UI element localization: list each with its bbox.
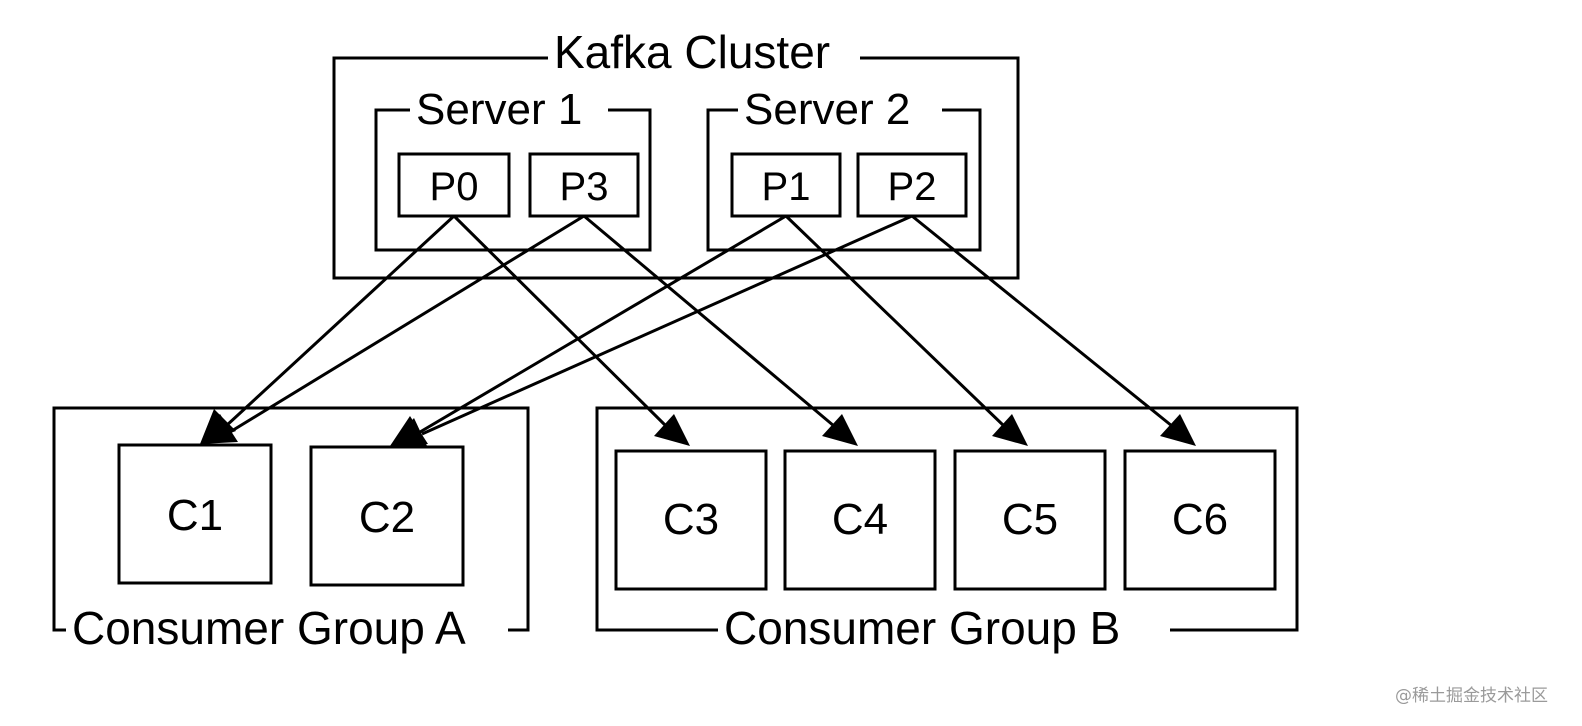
consumer-group-b-label: Consumer Group B (724, 602, 1120, 654)
partition-p0: P0 (397, 152, 511, 218)
kafka-cluster-label-bg (548, 30, 860, 80)
partition-p3: P3 (528, 152, 640, 218)
consumer-c3-box (614, 449, 768, 591)
watermark: @稀土掘金技术社区 (1395, 686, 1548, 706)
server-2: Server 2 P1 P2 (706, 85, 982, 252)
consumer-c2-label: C2 (359, 493, 415, 542)
consumer-c5-box (953, 449, 1107, 591)
consumer-c6-label: C6 (1172, 495, 1228, 544)
consumer-c6: C6 (1123, 449, 1277, 591)
partition-p2: P2 (856, 152, 968, 218)
kafka-cluster-label: Kafka Cluster (554, 26, 830, 78)
consumer-c4-box (783, 449, 937, 591)
server-1: Server 1 P0 P3 (374, 85, 652, 252)
edge-p2-c2 (390, 214, 913, 448)
partition-p3-label: P3 (560, 165, 609, 209)
edge-p2-c6 (911, 214, 1196, 446)
consumer-c5: C5 (953, 449, 1107, 591)
consumer-group-a-label: Consumer Group A (72, 602, 466, 654)
kafka-cluster: Kafka Cluster Server 1 P0 P3 Ser (332, 26, 1020, 280)
consumer-group-a-label-bg (66, 606, 508, 656)
partition-p1-label: P1 (762, 165, 811, 209)
consumer-group-b: Consumer Group B C3 C4 C5 C6 (595, 406, 1299, 656)
edges (200, 214, 1196, 448)
consumer-c5-label: C5 (1002, 495, 1058, 544)
consumer-c4-label: C4 (832, 495, 888, 544)
consumer-c1-label: C1 (167, 491, 223, 540)
edge-p0-c1 (200, 214, 456, 444)
server-2-label-bg (738, 86, 942, 130)
server-2-label: Server 2 (744, 85, 910, 134)
partition-p0-label: P0 (430, 165, 479, 209)
edge-p0-c3 (452, 214, 690, 446)
edge-p3-c4 (583, 214, 858, 446)
consumer-c2: C2 (309, 445, 465, 587)
consumer-c1-box (117, 443, 273, 585)
server-1-label: Server 1 (416, 85, 582, 134)
partition-p2-label: P2 (888, 165, 937, 209)
consumer-c3: C3 (614, 449, 768, 591)
consumer-group-b-label-bg (718, 606, 1170, 656)
edge-p1-c5 (784, 214, 1028, 446)
consumer-c6-box (1123, 449, 1277, 591)
consumer-c2-box (309, 445, 465, 587)
edge-p3-c1 (200, 214, 585, 444)
consumer-group-a: Consumer Group A C1 C2 (52, 406, 530, 656)
partition-p1-box (730, 152, 842, 218)
consumer-c3-label: C3 (663, 495, 719, 544)
consumer-c4: C4 (783, 449, 937, 591)
server-1-label-bg (410, 86, 608, 130)
partition-p3-box (528, 152, 640, 218)
partition-p1: P1 (730, 152, 842, 218)
consumer-c1: C1 (117, 443, 273, 585)
